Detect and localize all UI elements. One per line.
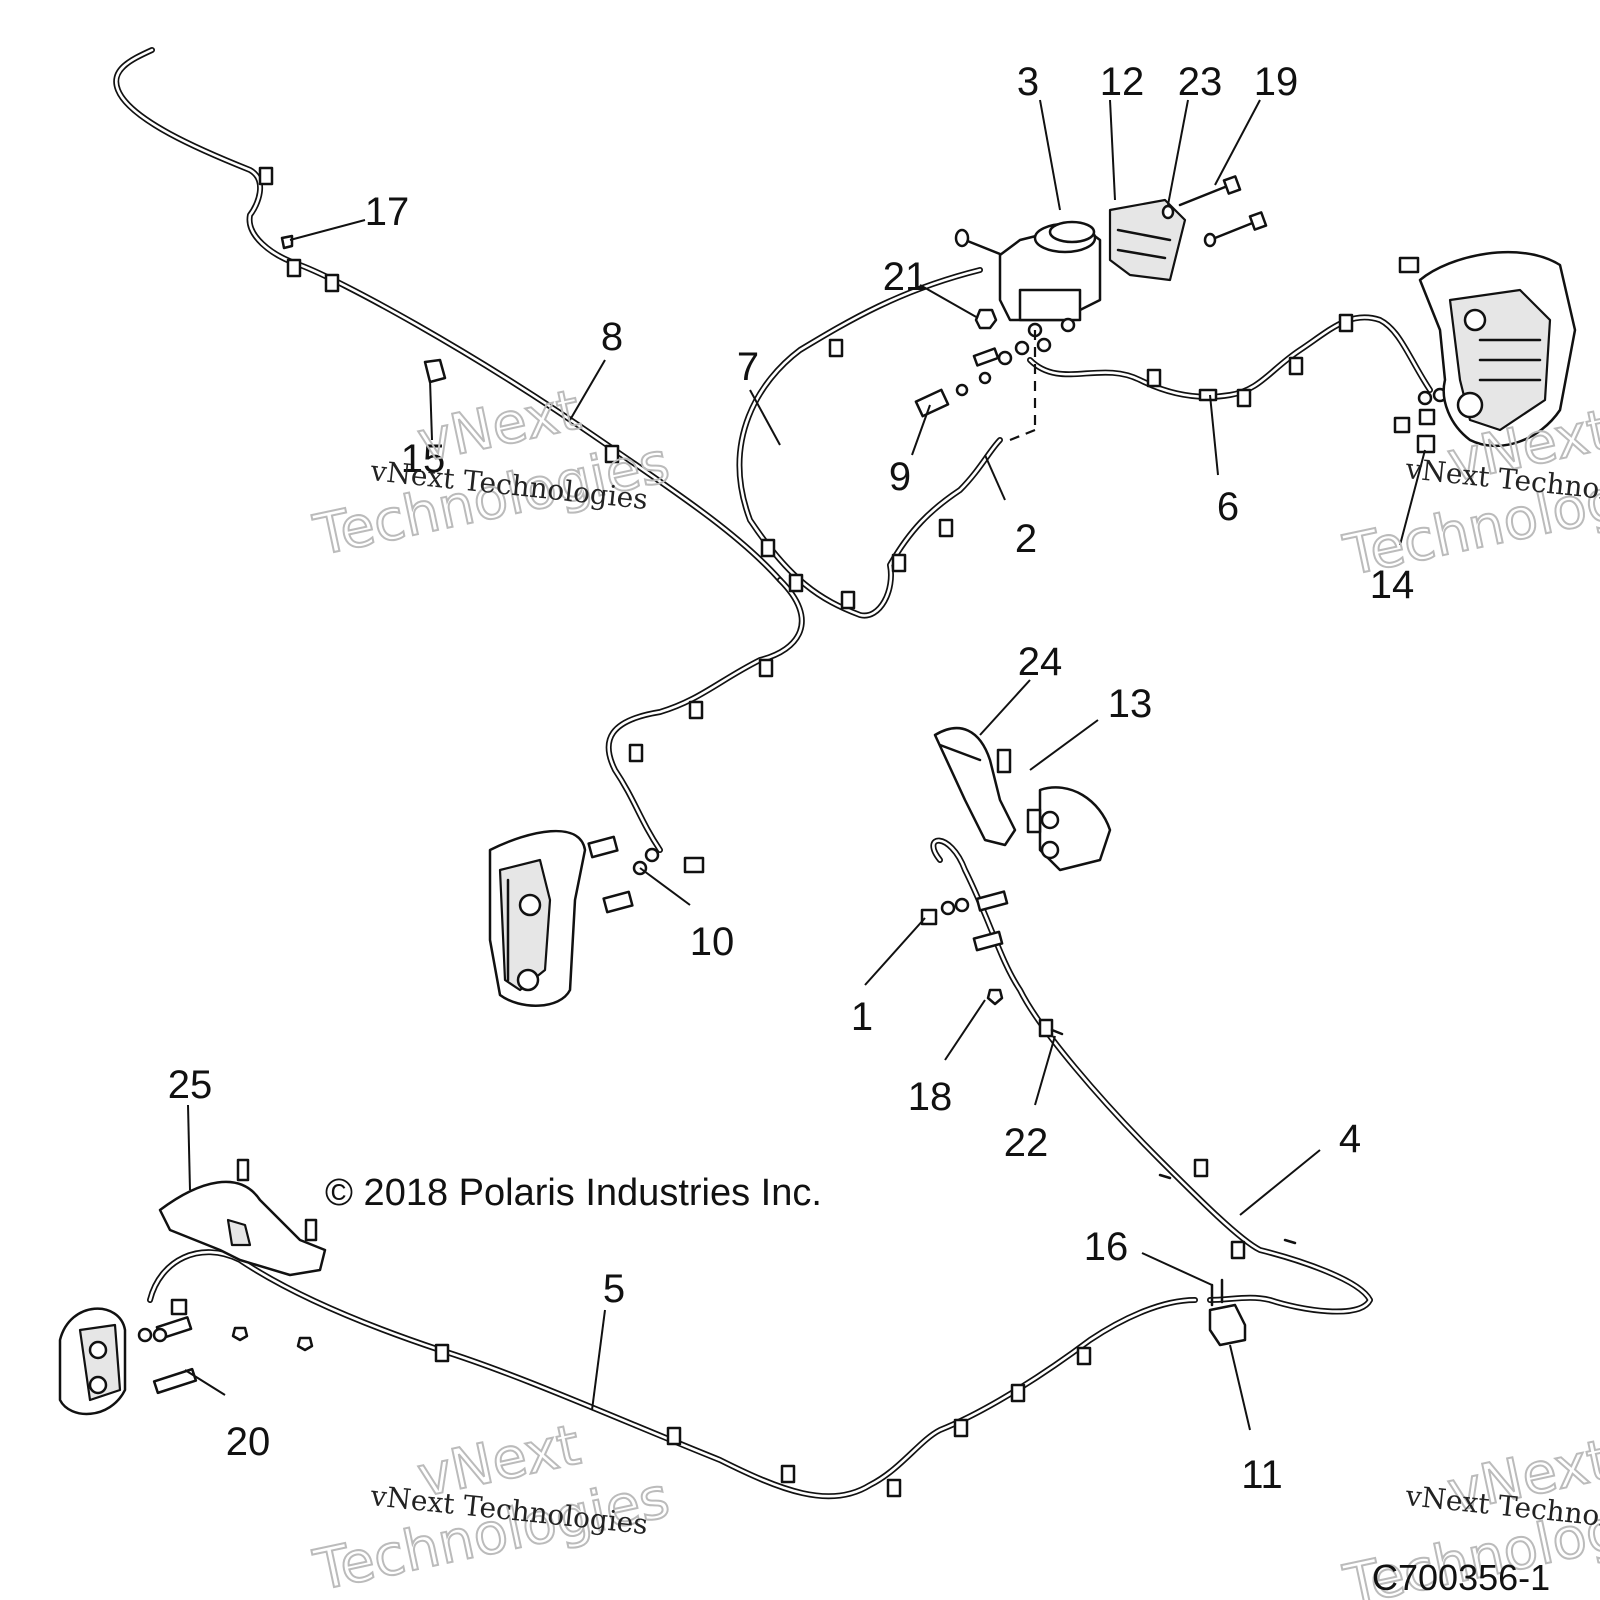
copyright-notice: © 2018 Polaris Industries Inc. [325,1172,822,1214]
clip-15 [423,358,447,384]
brake-line-5 [147,1249,1198,1500]
front-left-caliper [488,829,587,1007]
callout-23: 23 [1178,60,1223,104]
bolts-20 [137,1298,314,1395]
junction-block-11 [1208,1278,1247,1347]
brake-line-4 [930,837,1373,1315]
fitting-9 [914,371,992,418]
callout-15: 15 [401,437,446,481]
nut-21 [974,308,998,330]
callout-2: 2 [1015,517,1037,561]
callout-21: 21 [883,255,928,299]
hose-clips [258,166,1354,1498]
front-right-caliper [1418,250,1577,448]
bracket-25 [158,1158,327,1277]
callout-14: 14 [1370,563,1415,607]
callout-19: 19 [1254,60,1299,104]
bolts-14 [1393,256,1436,454]
callout-17: 17 [365,190,410,234]
rear-right-caliper [1038,786,1112,872]
callout-labels: 3 12 23 19 21 17 8 7 15 9 2 6 14 24 13 1… [168,60,1415,1497]
callout-13: 13 [1108,682,1153,726]
brake-line-6 [1027,314,1433,400]
clip-17 [280,234,294,250]
callout-24: 24 [1018,640,1063,684]
callout-8: 8 [601,315,623,359]
callout-4: 4 [1339,1117,1361,1161]
bolt-13 [996,748,1042,834]
bracket-12 [1108,198,1187,282]
brake-line-7 [736,267,1003,619]
bracket-24 [933,726,1017,847]
callout-18: 18 [908,1075,953,1119]
leader-lines [184,99,1426,1431]
callout-1: 1 [851,995,873,1039]
watermarks: vNext Technologies vNext Technologies vN… [307,377,1600,1600]
callout-5: 5 [603,1267,625,1311]
callout-6: 6 [1217,485,1239,529]
callout-10: 10 [690,920,735,964]
drawing-id: C700356-1 [1372,1557,1550,1598]
callout-7: 7 [737,345,759,389]
callout-12: 12 [1100,60,1145,104]
master-cylinder [954,220,1102,442]
brake-line-lower-left [605,577,805,853]
callout-9: 9 [889,455,911,499]
callout-3: 3 [1017,60,1039,104]
brake-line-8 [113,47,783,583]
callout-22: 22 [1004,1121,1049,1165]
rear-left-caliper [58,1307,127,1416]
screw-22 [1050,1028,1297,1245]
callout-11: 11 [1241,1453,1283,1497]
bolt-1 [920,890,1009,952]
callout-16: 16 [1084,1225,1129,1269]
callout-25: 25 [168,1063,213,1107]
nut-18 [986,988,1004,1006]
bolts-19-23 [1161,175,1268,248]
callout-20: 20 [226,1420,271,1464]
